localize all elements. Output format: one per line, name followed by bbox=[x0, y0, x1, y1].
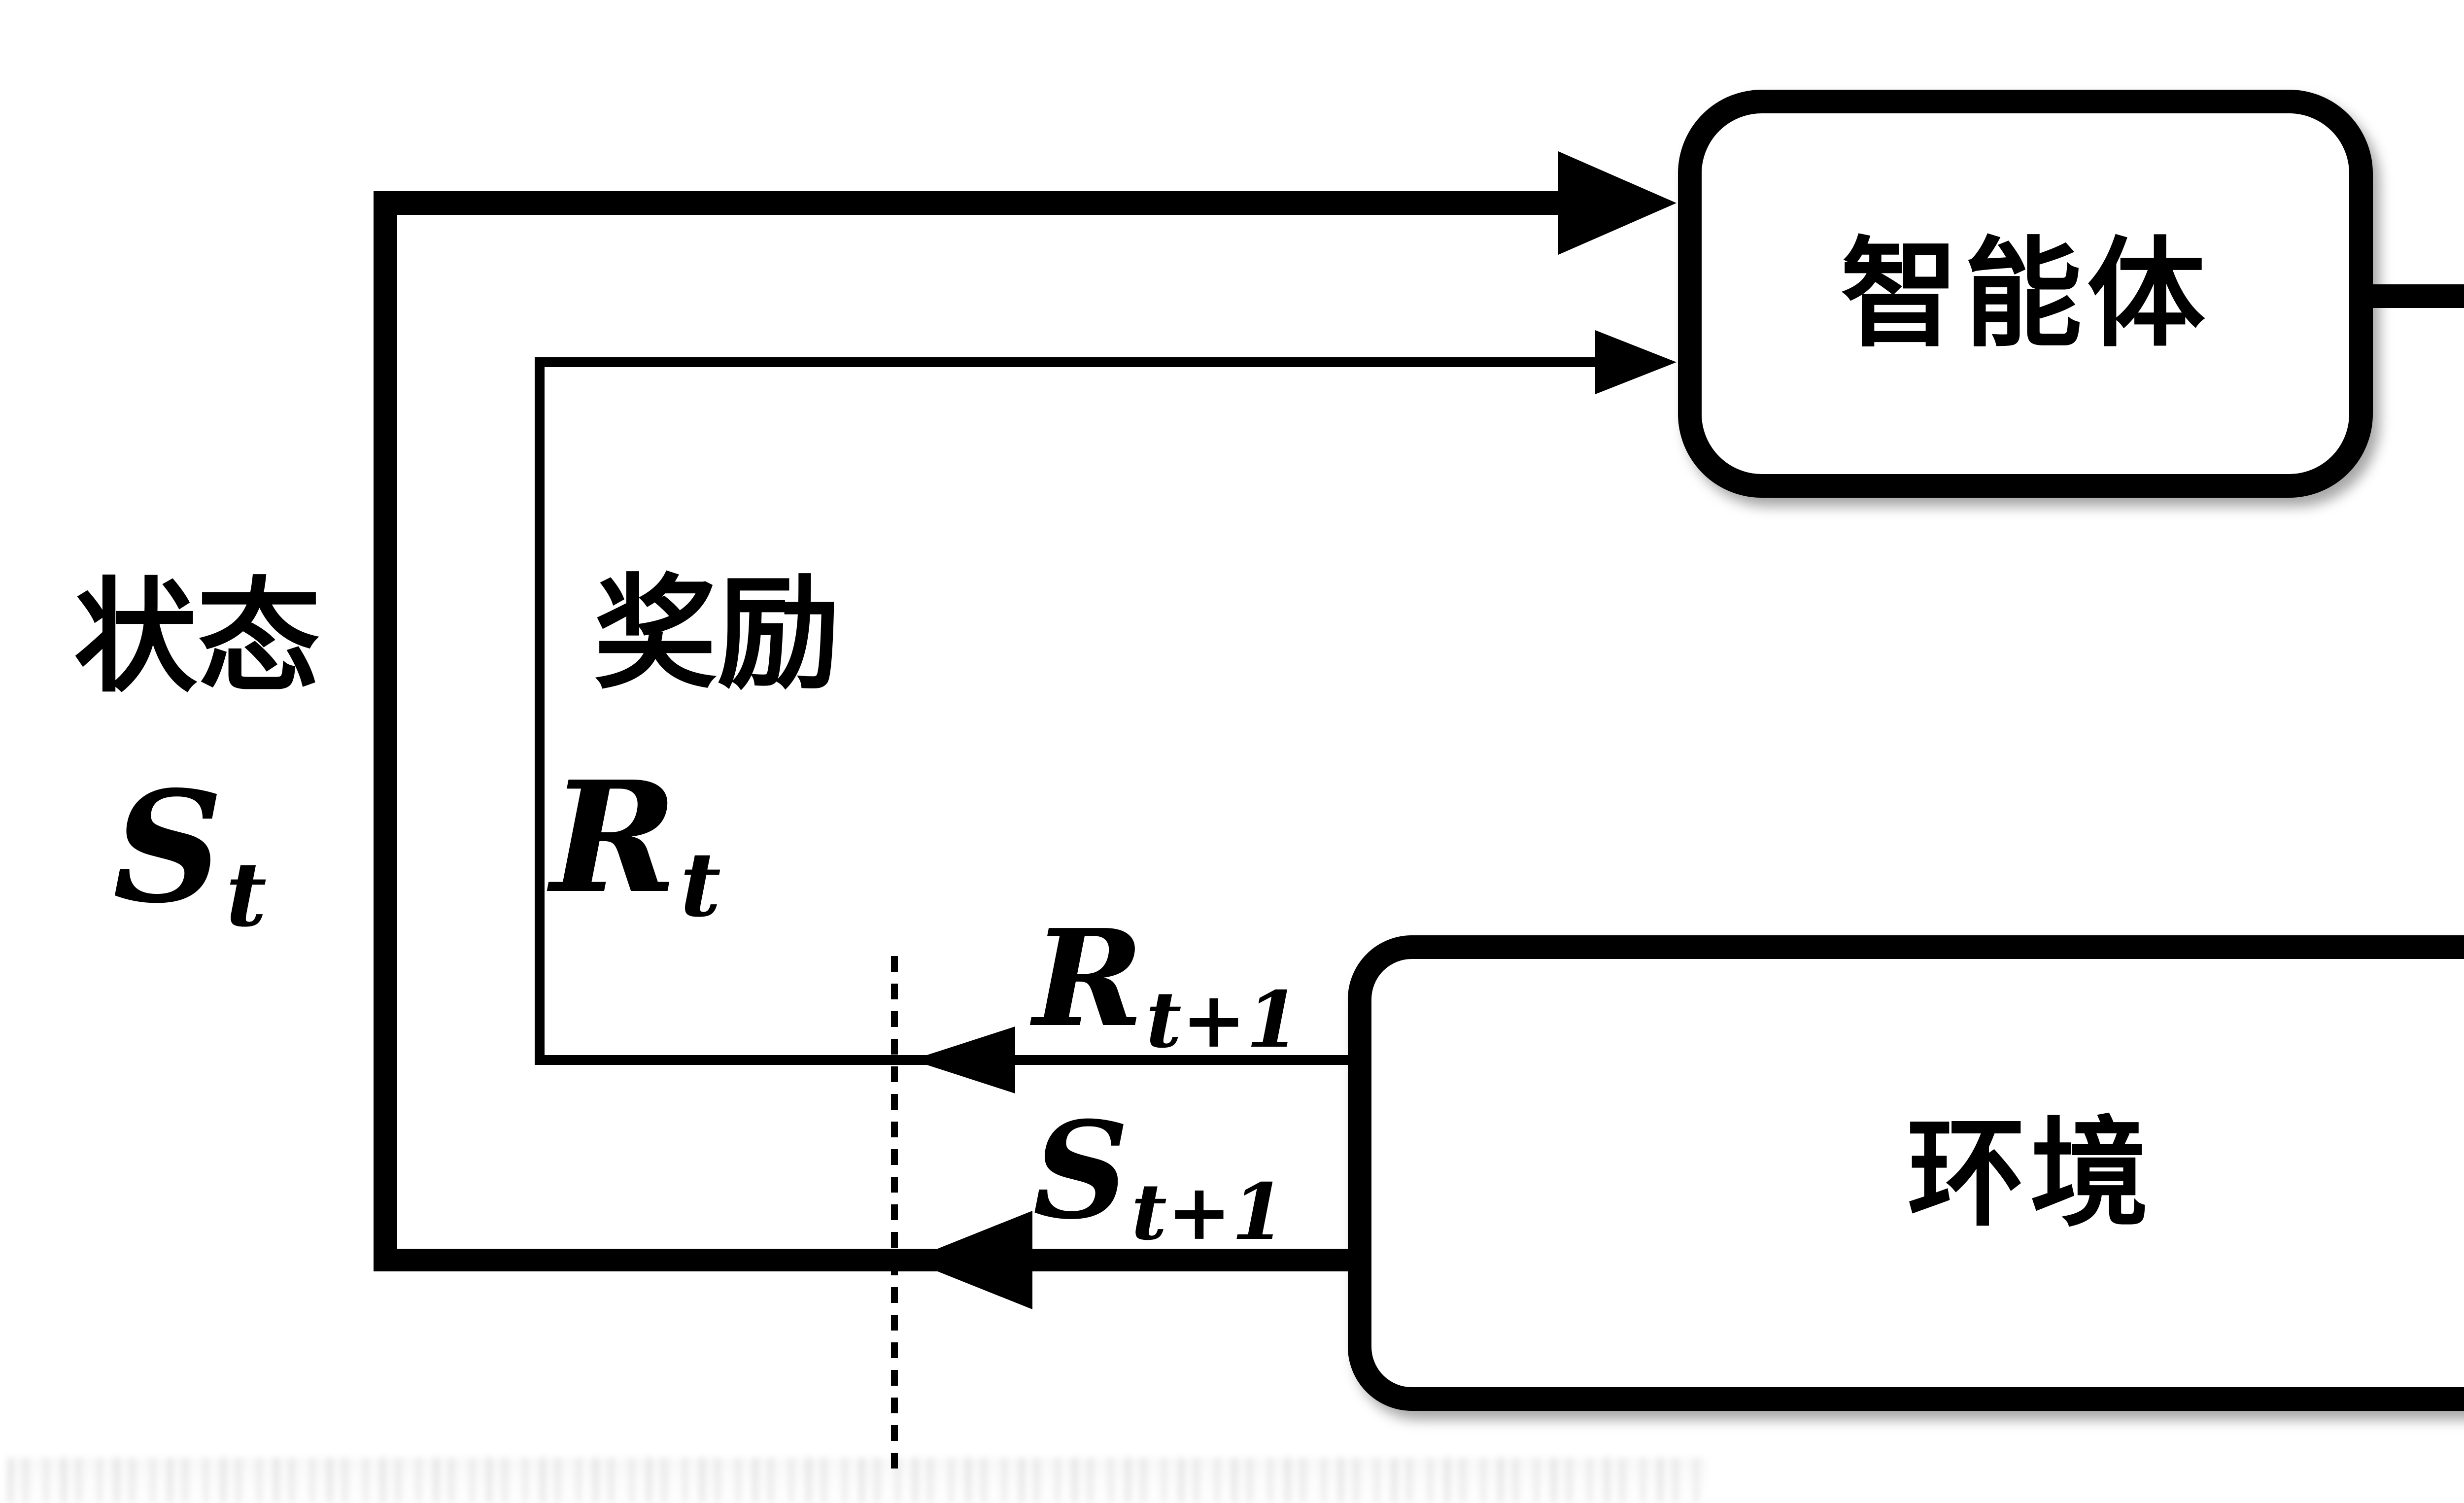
next-state-line bbox=[374, 1249, 1350, 1271]
reward-caption: 奖励 bbox=[594, 561, 840, 706]
reward-symbol: Rt bbox=[550, 748, 721, 937]
state-symbol: St bbox=[112, 758, 267, 947]
state-line-top bbox=[374, 191, 1586, 215]
action-line-top bbox=[2361, 284, 2464, 308]
time-step-dashed-separator bbox=[891, 956, 898, 1471]
reward-line-top bbox=[535, 357, 1597, 367]
reward-line-left bbox=[535, 357, 545, 1065]
environment-label: 环境 bbox=[1907, 1103, 2154, 1243]
state-line-left bbox=[374, 191, 397, 1271]
next-state-arrowhead-icon bbox=[909, 1211, 1032, 1309]
environment-box: 环境 bbox=[1348, 935, 2464, 1411]
agent-box: 智能体 bbox=[1678, 90, 2373, 498]
agent-label: 智能体 bbox=[1840, 224, 2210, 363]
reward-arrowhead-icon bbox=[1595, 330, 1677, 394]
state-caption: 状态 bbox=[74, 564, 320, 709]
cutoff-caption-strip bbox=[7, 1458, 1708, 1503]
next-reward-arrowhead-icon bbox=[912, 1026, 1015, 1093]
next-state-symbol: St+1 bbox=[1032, 1092, 1286, 1257]
state-arrowhead-icon bbox=[1558, 151, 1677, 255]
next-reward-symbol: Rt+1 bbox=[1033, 900, 1300, 1065]
